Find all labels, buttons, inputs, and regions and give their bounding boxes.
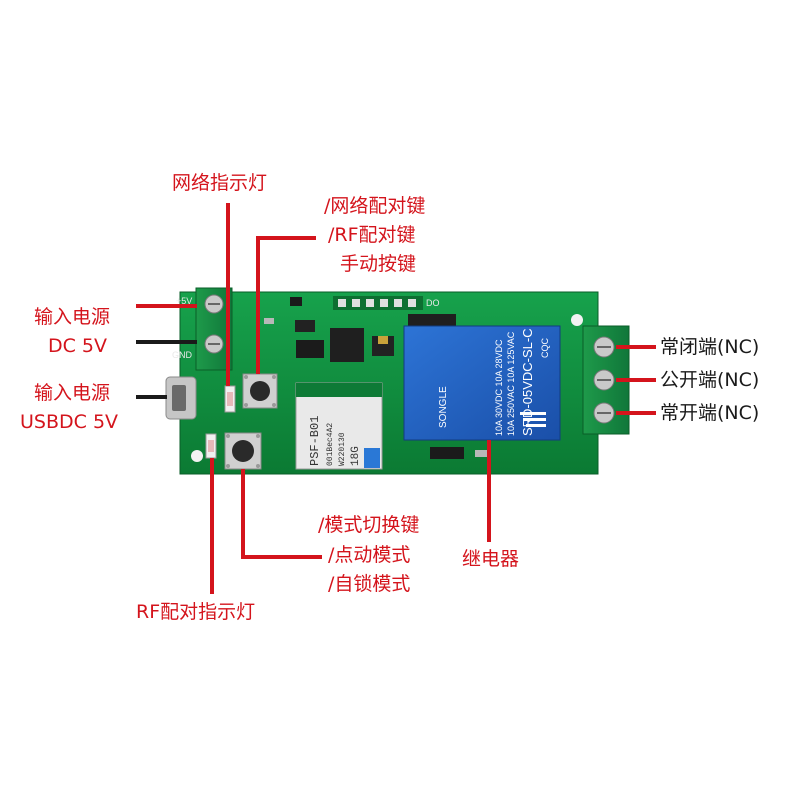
relay-rating-1: 10A 250VAC 10A 125VAC (506, 331, 516, 436)
module-label-4: 18G (350, 446, 362, 466)
mode-key-label-1: /模式切换键 (318, 514, 420, 536)
pin-header (333, 296, 423, 310)
mount-hole (571, 314, 583, 326)
pair-key-callout (256, 236, 316, 374)
com-terminal-label: 公开端(NC) (660, 369, 760, 391)
pair-key-label-2: /RF配对键 (328, 224, 416, 246)
rf-led-label: RF配对指示灯 (136, 601, 256, 623)
rf-pair-led (205, 433, 217, 459)
pair-button (242, 373, 278, 409)
relay-label: 继电器 (462, 548, 520, 570)
relay-cqc: CQC (540, 338, 550, 359)
songle-logo-icon (520, 412, 546, 427)
network-led-label: 网络指示灯 (172, 172, 268, 194)
module-label-3: W220130 (338, 432, 347, 466)
network-led (224, 385, 236, 413)
pair-key-label-3: 手动按键 (340, 253, 417, 275)
relay-brand: SONGLE (438, 386, 449, 428)
no-terminal-label: 常开端(NC) (660, 402, 760, 424)
power-input-label-1: 输入电源 (34, 306, 111, 328)
power-input-label-2: 输入电源 (34, 382, 111, 404)
silk-5v: +5V (176, 296, 192, 306)
silk-do: DO (426, 298, 440, 308)
relay-rating-2: 10A 30VDC 10A 28VDC (494, 339, 504, 436)
relay-model-text: SRD-05VDC-SL-C (520, 328, 535, 436)
smd-components (264, 297, 489, 459)
mount-hole (191, 450, 203, 462)
module-label-2: 001Bec4A2 (326, 423, 335, 466)
nc-terminal-label: 常闭端(NC) (660, 336, 760, 358)
wifi-module: PSF-B01 001Bec4A2 W220130 18G (295, 382, 383, 470)
micro-usb-port (165, 376, 197, 420)
power-input-dc-label: DC 5V (48, 335, 108, 357)
power-input-usb-label: USBDC 5V (20, 411, 119, 433)
relay: SRD-05VDC-SL-C 10A 250VAC 10A 125VAC 10A… (403, 325, 561, 441)
module-label-1: PSF-B01 (308, 416, 322, 466)
pair-key-label-1: /网络配对键 (324, 195, 426, 217)
mode-key-callout (241, 469, 322, 559)
mode-key-label-2: /点动模式 (328, 544, 411, 566)
silk-gnd: GND (172, 350, 193, 360)
mode-button (224, 432, 262, 470)
mode-key-label-3: /自锁模式 (328, 573, 411, 595)
callout-lines (136, 203, 656, 594)
